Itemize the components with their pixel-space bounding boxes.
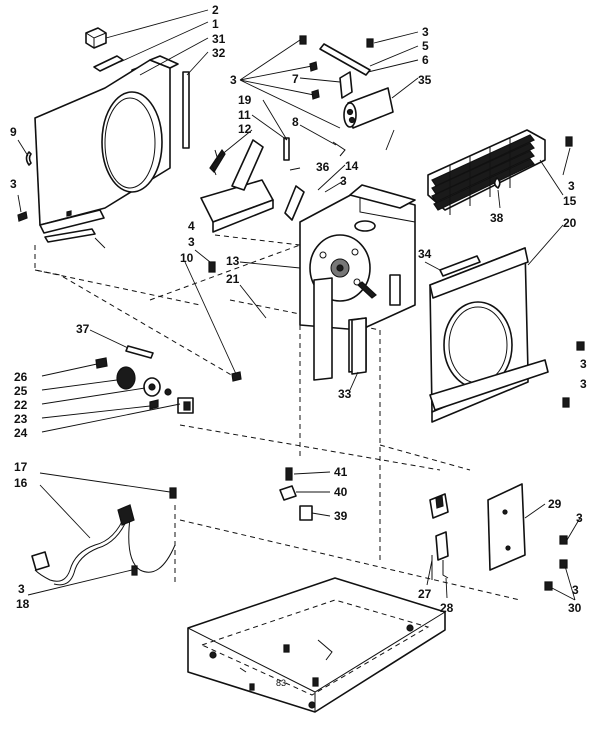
base-label: 83 <box>276 678 286 688</box>
part-15-condenser-coil <box>427 129 546 215</box>
part-39-bushing <box>299 505 313 521</box>
part-27-switch <box>429 493 449 580</box>
callout-18: 18 <box>16 597 30 611</box>
callout-38: 38 <box>490 211 504 225</box>
callout-9: 9 <box>10 125 17 139</box>
callout-28: 28 <box>440 601 454 615</box>
part-41-screw <box>285 467 293 481</box>
part-13-blower-housing <box>299 184 416 381</box>
part-1-bar <box>93 55 124 72</box>
part-5-top-bar <box>299 35 374 76</box>
callout-3: 3 <box>568 179 575 193</box>
callout-35: 35 <box>418 73 432 87</box>
callout-19: 19 <box>238 93 252 107</box>
callout-15: 15 <box>563 194 577 208</box>
callout-labels: 2 1 31 32 3 5 6 35 3 7 19 8 11 12 36 14 … <box>10 3 587 688</box>
screw-icon <box>562 136 585 408</box>
callout-37: 37 <box>76 322 90 336</box>
callout-3: 3 <box>580 357 587 371</box>
callout-14: 14 <box>345 159 359 173</box>
callout-5: 5 <box>422 39 429 53</box>
callout-6: 6 <box>422 53 429 67</box>
part-16-power-cord <box>31 487 177 586</box>
callout-10: 10 <box>180 251 194 265</box>
callout-3: 3 <box>580 377 587 391</box>
base-pan <box>187 577 446 713</box>
callout-23: 23 <box>14 412 28 426</box>
screw-icon <box>17 211 242 382</box>
part-14-bracket <box>284 185 305 221</box>
part-32-side-rail <box>182 71 190 149</box>
callout-25: 25 <box>14 384 28 398</box>
part-12-bracket <box>200 139 274 233</box>
callout-40: 40 <box>334 485 348 499</box>
callout-8: 8 <box>292 115 299 129</box>
callout-11: 11 <box>238 108 251 122</box>
callout-3: 3 <box>18 582 25 596</box>
callout-3: 3 <box>230 73 237 87</box>
callout-20: 20 <box>563 216 577 230</box>
callout-3: 3 <box>576 511 583 525</box>
part-40-knob <box>279 485 297 501</box>
callout-41: 41 <box>334 465 348 479</box>
screw-icon <box>544 535 568 591</box>
callout-34: 34 <box>418 247 432 261</box>
part-37-bar <box>125 345 154 359</box>
part-20-rear-panel <box>429 247 549 423</box>
part-2-knob <box>85 27 107 49</box>
callout-27: 27 <box>418 587 432 601</box>
callout-39: 39 <box>334 509 348 523</box>
part-4-front-frame <box>34 55 179 234</box>
part-7-clamp <box>309 61 353 100</box>
callout-3: 3 <box>188 235 195 249</box>
part-25-fan-hub <box>95 357 194 414</box>
part-29-control-panel <box>487 483 526 571</box>
part-33-bracket <box>351 317 367 375</box>
callout-36: 36 <box>316 160 330 174</box>
callout-12: 12 <box>238 122 252 136</box>
part-11-spring <box>211 149 219 176</box>
callout-17: 17 <box>14 460 28 474</box>
callout-24: 24 <box>14 426 28 440</box>
callout-3: 3 <box>10 177 17 191</box>
callout-21: 21 <box>226 272 240 286</box>
callout-26: 26 <box>14 370 28 384</box>
callout-13: 13 <box>226 254 240 268</box>
assembly-guide-lines <box>34 234 521 601</box>
part-8-bracket <box>332 141 346 157</box>
part-34-pad <box>439 255 481 277</box>
callout-31: 31 <box>212 32 226 46</box>
callout-4: 4 <box>188 219 195 233</box>
part-10-lower-bar <box>44 228 96 243</box>
callout-29: 29 <box>548 497 562 511</box>
leader-lines <box>17 9 581 601</box>
callout-16: 16 <box>14 476 28 490</box>
callout-1: 1 <box>212 17 219 31</box>
callout-30: 30 <box>568 601 582 615</box>
callout-33: 33 <box>338 387 352 401</box>
callout-32: 32 <box>212 46 226 60</box>
callout-3: 3 <box>572 583 579 597</box>
callout-3: 3 <box>340 174 347 188</box>
part-38-clip <box>493 177 501 189</box>
callout-3: 3 <box>422 25 429 39</box>
part-28-thermostat <box>435 531 449 579</box>
callout-2: 2 <box>212 3 219 17</box>
callout-22: 22 <box>14 398 28 412</box>
part-19-rod <box>283 137 290 161</box>
callout-7: 7 <box>292 72 299 86</box>
part-35-capacitor <box>343 87 394 129</box>
